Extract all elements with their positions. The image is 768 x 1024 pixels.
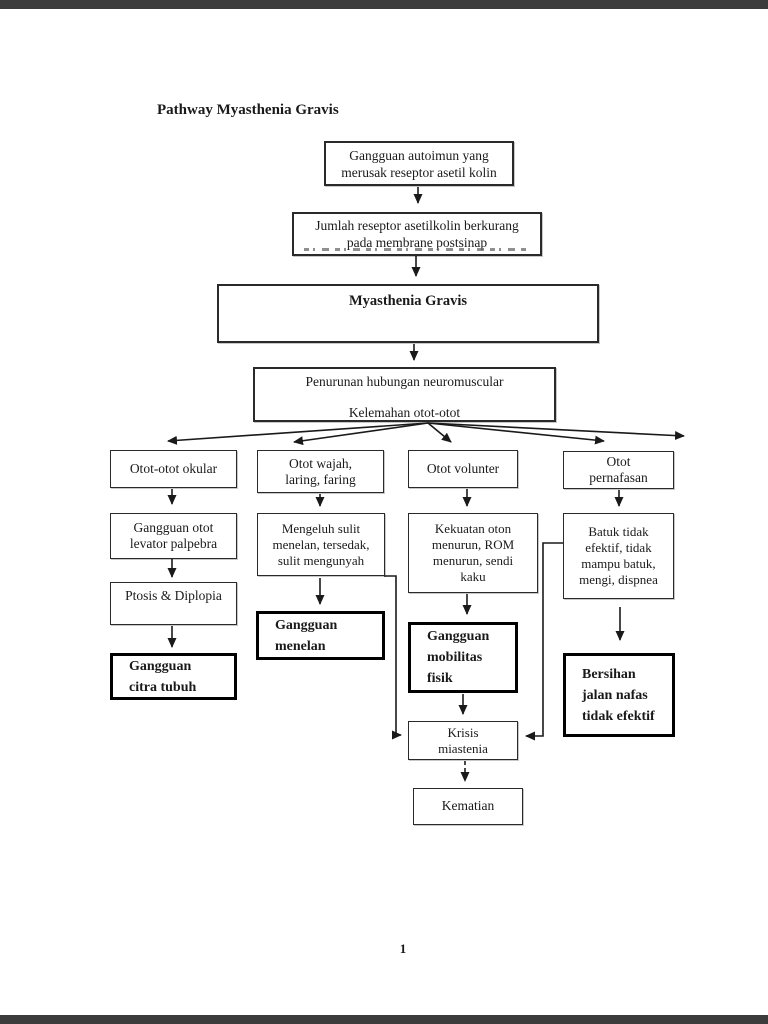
node-label: Otot-otot okular bbox=[129, 460, 218, 476]
node-label: Gangguan autoimun yang merusak reseptor … bbox=[341, 147, 497, 180]
node-otot-wajah: Otot wajah, laring, faring bbox=[257, 450, 384, 493]
node-myasthenia-gravis: Myasthenia Gravis bbox=[217, 284, 599, 343]
node-label: Gangguan otot levator palpebra bbox=[129, 520, 218, 551]
node-dx-gangguan-citra-tubuh: Gangguan citra tubuh bbox=[110, 653, 237, 700]
page-edge-top bbox=[0, 0, 768, 9]
node-label: Mengeluh sulit menelan, tersedak, sulit … bbox=[272, 520, 370, 568]
node-label: Ptosis & Diplopia bbox=[125, 588, 222, 603]
node-kekuatan-menurun: Kekuatan oton menurun, ROM menurun, send… bbox=[408, 513, 538, 593]
node-kematian: Kematian bbox=[413, 788, 523, 825]
node-dx-gangguan-menelan: Gangguan menelan bbox=[256, 611, 385, 660]
clipped-text-line bbox=[304, 248, 530, 251]
node-label: Gangguan menelan bbox=[275, 617, 338, 654]
node-label: Otot pernafasan bbox=[589, 454, 648, 485]
node-dx-gangguan-mobilitas: Gangguan mobilitas fisik bbox=[408, 622, 518, 693]
node-dx-bersihan-jalan-nafas: Bersihan jalan nafas tidak efektif bbox=[563, 653, 675, 737]
node-label: Bersihan jalan nafas tidak efektif bbox=[582, 666, 655, 724]
node-label: Kematian bbox=[441, 798, 495, 814]
node-label: Kekuatan oton menurun, ROM menurun, send… bbox=[431, 521, 515, 584]
node-label: Jumlah reseptor asetilkolin berkurang pa… bbox=[315, 218, 519, 250]
node-krisis-miastenia: Krisis miastenia bbox=[408, 721, 518, 760]
node-ptosis-diplopia: Ptosis & Diplopia bbox=[110, 582, 237, 625]
node-otot-okular: Otot-otot okular bbox=[110, 450, 237, 488]
node-jumlah-reseptor: Jumlah reseptor asetilkolin berkurang pa… bbox=[292, 212, 542, 256]
page-number: 1 bbox=[399, 941, 407, 956]
node-label: Otot volunter bbox=[426, 460, 500, 476]
node-label: Gangguan citra tubuh bbox=[129, 658, 197, 695]
node-label: Myasthenia Gravis bbox=[348, 293, 467, 309]
node-label: Otot wajah, laring, faring bbox=[285, 455, 356, 487]
node-penurunan-neuromuscular: Penurunan hubungan neuromuscular Kelemah… bbox=[253, 367, 556, 422]
node-otot-pernafasan: Otot pernafasan bbox=[563, 451, 674, 489]
node-gangguan-levator: Gangguan otot levator palpebra bbox=[110, 513, 237, 559]
node-label: Gangguan mobilitas fisik bbox=[427, 629, 490, 686]
page-edge-bottom bbox=[0, 1015, 768, 1024]
node-mengeluh-sulit-menelan: Mengeluh sulit menelan, tersedak, sulit … bbox=[257, 513, 385, 576]
node-batuk-tidak-efektif: Batuk tidak efektif, tidak mampu batuk, … bbox=[563, 513, 674, 599]
node-label: Krisis miastenia bbox=[438, 724, 488, 756]
node-gangguan-autoimun: Gangguan autoimun yang merusak reseptor … bbox=[324, 141, 514, 186]
page-title: Pathway Myasthenia Gravis bbox=[157, 102, 339, 118]
node-label: Batuk tidak efektif, tidak mampu batuk, … bbox=[579, 524, 658, 587]
node-otot-volunter: Otot volunter bbox=[408, 450, 518, 488]
node-label: Penurunan hubungan neuromuscular Kelemah… bbox=[305, 374, 504, 420]
